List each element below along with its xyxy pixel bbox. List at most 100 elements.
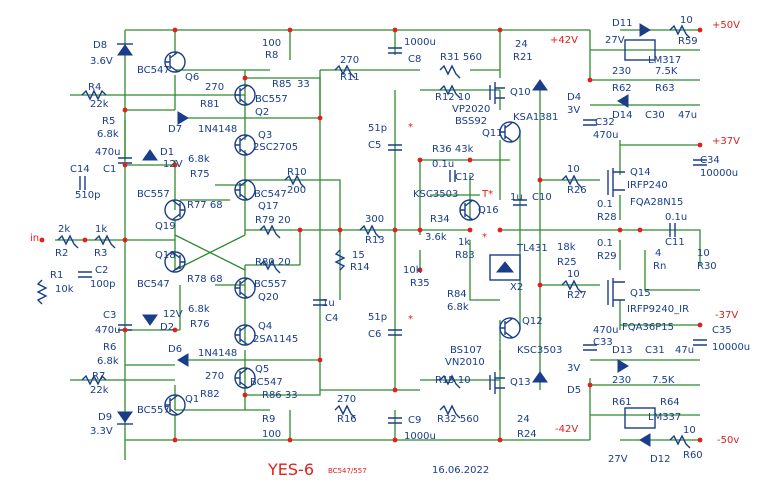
label-r83-value: 1k (458, 237, 470, 248)
label-r84: R84 (447, 289, 467, 300)
label-r76: R76 (190, 319, 210, 330)
cap-c33 (583, 344, 597, 351)
label-r29-value: 0.1 (597, 238, 613, 249)
label-irfp240: IRFP240 (627, 180, 668, 191)
label-r63-value: 7.5K (655, 66, 678, 77)
label-c14-value: 510p (75, 190, 100, 201)
label-q3: Q3 (258, 130, 272, 141)
label-q5: Q5 (255, 364, 269, 375)
label-r16: R16 (337, 414, 357, 425)
label-r29: R29 (597, 251, 617, 262)
label-minus42: -42V (555, 424, 578, 435)
res-r32 (439, 404, 461, 419)
label-input: in (30, 233, 39, 244)
label-c10-value: 1u (510, 192, 523, 203)
cap-c35 (693, 339, 707, 346)
label-r3-value: 1k (95, 224, 107, 235)
res-r14 (334, 249, 346, 271)
label-r61-value: 230 (612, 375, 631, 386)
wiring (55, 29, 701, 460)
schematic-date: 16.06.2022 (432, 465, 489, 476)
label-q15: Q15 (630, 288, 651, 299)
label-c1-value: 470u (95, 147, 120, 158)
label-q18-type: BC547 (137, 279, 170, 290)
cap-c2 (78, 271, 92, 278)
label-r77: R77 68 (187, 200, 223, 211)
label-d9-value: 3.3V (90, 426, 113, 437)
label-plus42: +42V (550, 35, 578, 46)
res-r16 (334, 404, 356, 419)
components (36, 23, 707, 449)
res-r26 (561, 174, 583, 189)
label-r21: R21 (513, 52, 533, 63)
label-c5-value: 51p (368, 123, 387, 134)
label-q6-type: BC547 (137, 65, 170, 76)
transistor-q20 (234, 277, 256, 299)
label-r34: R34 (430, 214, 450, 225)
label-r1-value: 10k (55, 284, 74, 295)
label-c3-value: 470u (95, 325, 120, 336)
label-c33-value: 470u (593, 325, 618, 336)
label-r9-value: 100 (262, 429, 281, 440)
label-c34-value: 10000u (700, 168, 738, 179)
label-q20-type: BC557 (254, 279, 287, 290)
label-q20: Q20 (258, 292, 279, 303)
label-d1-value: 12V (163, 159, 183, 170)
label-r2: R2 (55, 248, 68, 259)
label-lm317: LM317 (648, 55, 681, 66)
zener-d12 (639, 433, 651, 447)
label-r85-value: 33 (297, 79, 310, 90)
label-r6: R6 (103, 342, 116, 353)
tl431-x2 (489, 254, 521, 281)
label-d7: D7 (168, 124, 182, 135)
zener-d1 (142, 149, 158, 161)
label-c4-value: 1u (322, 298, 335, 309)
label-r24: R24 (517, 429, 537, 440)
label-r64: R64 (660, 397, 680, 408)
res-r4 (81, 89, 107, 101)
res-r80 (259, 259, 281, 274)
res-r27 (561, 279, 583, 294)
label-q2: Q2 (255, 107, 269, 118)
label-r5-value: 6.8k (97, 129, 119, 140)
regulator-lm337 (624, 407, 656, 429)
cap-c10 (513, 199, 527, 206)
label-ksc3503b: KSC3503 (517, 345, 562, 356)
label-c8-value: 1000u (404, 37, 436, 48)
diode-d6 (177, 353, 189, 367)
cap-c32 (583, 119, 597, 126)
res-r15 (439, 374, 461, 389)
label-c2-value: 100p (90, 279, 115, 290)
label-c6-value: 51p (368, 312, 387, 323)
label-c14: C14 (70, 164, 90, 175)
label-r81-value: 270 (205, 82, 224, 93)
label-r59-value: 10 (680, 15, 693, 26)
res-r59 (669, 24, 691, 39)
mosfet-q15 (607, 278, 625, 307)
label-c31: C31 (645, 345, 665, 356)
res-r13 (359, 224, 381, 239)
label-vp2020: VP2020 (452, 104, 490, 115)
transistor-q2 (234, 84, 256, 106)
res-r3 (94, 234, 116, 249)
label-q17: Q17 (258, 201, 279, 212)
label-c33: C33 (593, 337, 613, 348)
label-r12: R12 10 (435, 92, 471, 103)
component-labels: D8 3.6V Q6 BC547 R4 22k R5 6.8k 470u C1 … (30, 15, 750, 465)
label-r80: R80 20 (255, 257, 291, 268)
label-27v-a: 27V (605, 35, 625, 46)
label-d7-type: 1N4148 (198, 124, 237, 135)
res-r31 (439, 64, 461, 79)
res-r60 (669, 434, 691, 449)
diode-d14 (617, 94, 629, 108)
label-r27-value: 10 (567, 269, 580, 280)
label-r14-value: 15 (352, 250, 365, 261)
label-r10: R10 (287, 167, 307, 178)
label-r34-value: 3.6k (425, 232, 447, 243)
label-c12-value: 0.1u (432, 159, 454, 170)
label-d1: D1 (160, 147, 174, 158)
label-c30: C30 (645, 110, 665, 121)
label-c31-value: 47u (675, 345, 694, 356)
label-r11: R11 (340, 72, 360, 83)
